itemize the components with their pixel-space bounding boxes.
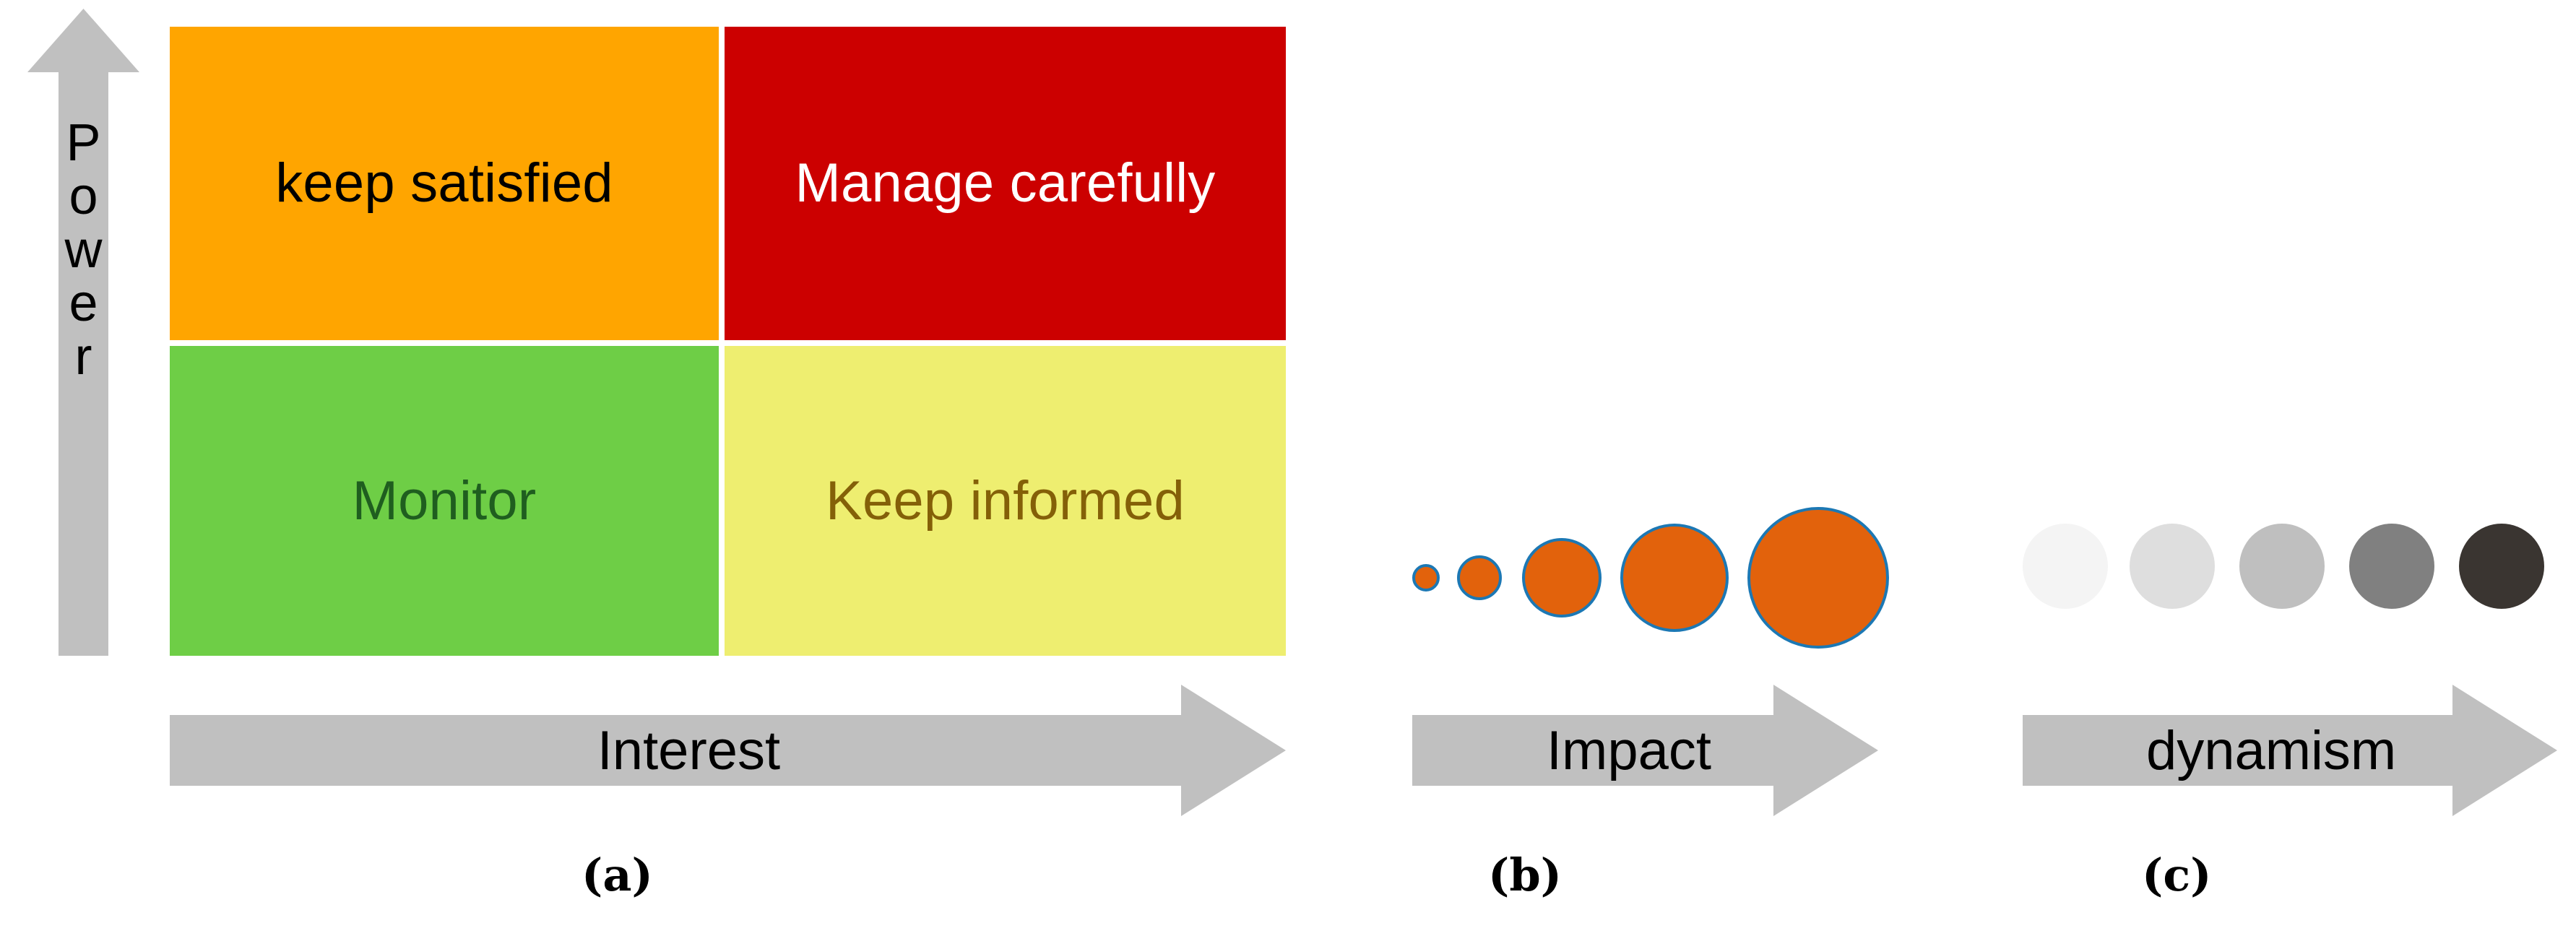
caption-panel-c: (c) — [2142, 849, 2212, 901]
quadrant-manage-carefully-label: Manage carefully — [795, 152, 1216, 214]
caption-panel-a: (a) — [582, 849, 653, 901]
power-axis-arrow: P o w e r — [27, 9, 139, 656]
quadrant-monitor-label: Monitor — [352, 469, 537, 532]
power-arrow-shape — [27, 9, 139, 656]
impact-bubble-scale — [1412, 506, 1918, 650]
power-axis-label: P o w e r — [27, 114, 139, 386]
power-letter-3: w — [64, 221, 103, 279]
dynamism-circle-4[interactable] — [2349, 524, 2434, 609]
quadrant-keep-informed[interactable]: Keep informed — [725, 346, 1286, 656]
quadrant-keep-satisfied-label: keep satisfied — [275, 152, 613, 214]
caption-panel-b: (b) — [1488, 849, 1563, 901]
dynamism-arrow-shape — [2023, 685, 2557, 816]
impact-arrow-shape — [1412, 685, 1878, 816]
dynamism-shade-scale — [2023, 524, 2557, 625]
dynamism-axis-arrow: dynamism — [2023, 685, 2557, 816]
dynamism-circle-2[interactable] — [2130, 524, 2215, 609]
quadrant-keep-satisfied[interactable]: keep satisfied — [170, 27, 719, 340]
impact-axis-label: Impact — [1546, 719, 1711, 781]
quadrant-manage-carefully[interactable]: Manage carefully — [725, 27, 1286, 340]
power-letter-1: P — [66, 114, 101, 172]
quadrant-keep-informed-label: Keep informed — [826, 469, 1185, 532]
dynamism-circle-3[interactable] — [2239, 524, 2325, 609]
impact-bubble-2[interactable] — [1457, 555, 1502, 600]
dynamism-axis-label: dynamism — [2145, 719, 2397, 781]
interest-arrow-shape — [170, 685, 1286, 816]
dynamism-circle-5[interactable] — [2459, 524, 2544, 609]
interest-axis-label: Interest — [597, 719, 781, 781]
quadrant-monitor[interactable]: Monitor — [170, 346, 719, 656]
dynamism-circle-1[interactable] — [2023, 524, 2108, 609]
impact-bubble-4[interactable] — [1620, 524, 1729, 632]
impact-axis-arrow: Impact — [1412, 685, 1878, 816]
interest-axis-arrow: Interest — [170, 685, 1286, 816]
power-interest-matrix: keep satisfied Manage carefully Monitor … — [170, 27, 1286, 656]
power-letter-5: r — [74, 328, 92, 386]
power-letter-4: e — [69, 274, 98, 332]
power-letter-2: o — [69, 168, 98, 225]
impact-bubble-5[interactable] — [1747, 507, 1889, 649]
impact-bubble-1[interactable] — [1412, 564, 1440, 592]
impact-bubble-3[interactable] — [1522, 538, 1602, 618]
